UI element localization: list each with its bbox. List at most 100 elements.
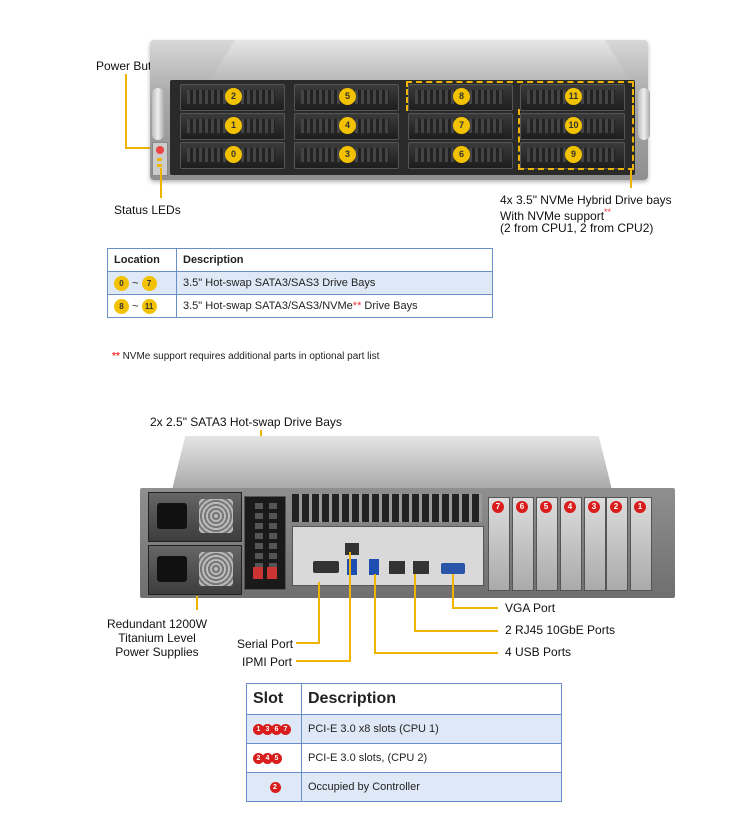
rj45-port-icon[interactable] xyxy=(413,561,429,574)
slot-badge: 5 xyxy=(271,752,282,764)
description-cell: Occupied by Controller xyxy=(301,772,562,802)
bay-badge: 8 xyxy=(114,298,129,314)
serial-port-label: Serial Port xyxy=(237,637,294,651)
slot-badge: 7 xyxy=(280,723,291,735)
nvme-note-line3: (2 from CPU1, 2 from CPU2) xyxy=(500,221,654,235)
bay-number: 10 xyxy=(565,117,582,134)
rj45-port-icon[interactable] xyxy=(389,561,405,574)
power-supply[interactable] xyxy=(148,492,242,542)
vga-callout-line-h xyxy=(452,607,498,609)
drive-bay[interactable]: 1 xyxy=(180,113,285,140)
ipmi-callout-line xyxy=(349,552,351,661)
slot-number: 4 xyxy=(564,501,576,513)
power-supply[interactable] xyxy=(148,545,242,595)
footnote-stars: ** xyxy=(112,351,120,362)
slot-number: 7 xyxy=(492,501,504,513)
slot-number: 3 xyxy=(588,501,600,513)
serial-callout-line-h xyxy=(296,642,320,644)
footnote: ** NVMe support requires additional part… xyxy=(112,351,379,362)
bay-number: 4 xyxy=(339,117,356,134)
vga-port-icon[interactable] xyxy=(441,563,465,574)
slot-cell: 2 xyxy=(246,772,302,802)
bay-number: 6 xyxy=(453,146,470,163)
rj45-label: 2 RJ45 10GbE Ports xyxy=(505,623,616,637)
status-leds-label: Status LEDs xyxy=(114,203,181,217)
drive-release-icon xyxy=(267,567,277,579)
ipmi-port-icon[interactable] xyxy=(345,543,359,555)
drive-bay[interactable]: 11 xyxy=(520,84,625,111)
description-cell: 3.5" Hot-swap SATA3/SAS3 Drive Bays xyxy=(176,271,493,295)
power-plug-icon xyxy=(157,556,187,582)
drive-bay[interactable]: 7 xyxy=(408,113,513,140)
bay-number: 2 xyxy=(225,88,242,105)
usb-callout-line-h xyxy=(374,652,498,654)
bay-badge: 11 xyxy=(141,298,157,314)
nvme-stars: ** xyxy=(352,300,362,312)
nvme-note-stars: ** xyxy=(604,207,612,217)
pcie-slot[interactable]: 4 xyxy=(560,497,582,591)
bay-number: 11 xyxy=(565,88,582,105)
sata-bays-label: 2x 2.5" SATA3 Hot-swap Drive Bays xyxy=(150,415,342,429)
slot-header: Slot xyxy=(246,683,302,715)
nvme-note-line1: 4x 3.5" NVMe Hybrid Drive bays xyxy=(500,193,672,207)
control-panel xyxy=(152,142,168,176)
left-rack-handle xyxy=(152,88,164,140)
status-leds-callout-line xyxy=(160,168,162,198)
serial-callout-line xyxy=(318,582,320,643)
bay-number: 1 xyxy=(225,117,242,134)
drive-bay[interactable]: 2 xyxy=(180,84,285,111)
range-separator: ~ xyxy=(132,299,139,312)
nvme-highlight-top xyxy=(406,81,634,111)
drive-bay[interactable]: 10 xyxy=(520,113,625,140)
slot-number: 2 xyxy=(610,501,622,513)
usb-port-icon[interactable] xyxy=(347,559,357,575)
pcie-slot[interactable]: 3 xyxy=(584,497,606,591)
vga-label: VGA Port xyxy=(505,601,556,615)
psu-callout-line xyxy=(196,596,198,610)
power-button-icon[interactable] xyxy=(156,146,164,154)
psu-label-line: Titanium Level xyxy=(118,631,196,645)
ipmi-port-label: IPMI Port xyxy=(242,655,293,669)
status-led-icon xyxy=(157,164,162,167)
description-header: Description xyxy=(301,683,562,715)
drive-bay[interactable]: 4 xyxy=(294,113,399,140)
serial-port-icon[interactable] xyxy=(313,561,339,573)
drive-bay[interactable]: 9 xyxy=(520,142,625,169)
slot-badge: 3 xyxy=(262,723,273,735)
psu-label-line: Redundant 1200W xyxy=(106,617,208,631)
bay-number: 3 xyxy=(339,146,356,163)
bay-number: 8 xyxy=(453,88,470,105)
pcie-slot[interactable]: 6 xyxy=(512,497,534,591)
pcie-slot[interactable]: 7 xyxy=(488,497,510,591)
nvme-callout-line xyxy=(630,168,632,188)
rj45-callout-line-h xyxy=(414,630,498,632)
pcie-slot[interactable]: 5 xyxy=(536,497,558,591)
drive-release-icon xyxy=(253,567,263,579)
io-panel xyxy=(292,526,484,586)
drive-bay[interactable]: 0 xyxy=(180,142,285,169)
nvme-highlight-right xyxy=(518,109,634,170)
location-table: Location Description 0 ~ 7 3.5" Hot-swap… xyxy=(107,248,493,318)
fan-icon xyxy=(199,499,233,533)
bay-number: 5 xyxy=(339,88,356,105)
rear-drive-bays[interactable] xyxy=(244,496,286,590)
drive-bay[interactable]: 3 xyxy=(294,142,399,169)
pcie-slot[interactable]: 2 xyxy=(606,497,628,591)
front-drive-panel: 2 5 8 11 1 4 7 10 0 3 6 9 xyxy=(170,80,635,175)
usb-port-icon[interactable] xyxy=(369,559,379,575)
drive-bay[interactable]: 8 xyxy=(408,84,513,111)
nvme-note-line2: With NVMe support** xyxy=(500,207,612,223)
slot-number: 6 xyxy=(516,501,528,513)
slot-number: 1 xyxy=(634,501,646,513)
drive-bay[interactable]: 6 xyxy=(408,142,513,169)
drive-bay[interactable]: 5 xyxy=(294,84,399,111)
range-separator: ~ xyxy=(132,276,139,289)
right-rack-handle xyxy=(638,88,650,140)
power-button-callout-line xyxy=(125,74,127,148)
pcie-slot[interactable]: 1 xyxy=(630,497,652,591)
ipmi-callout-line-h xyxy=(296,660,351,662)
